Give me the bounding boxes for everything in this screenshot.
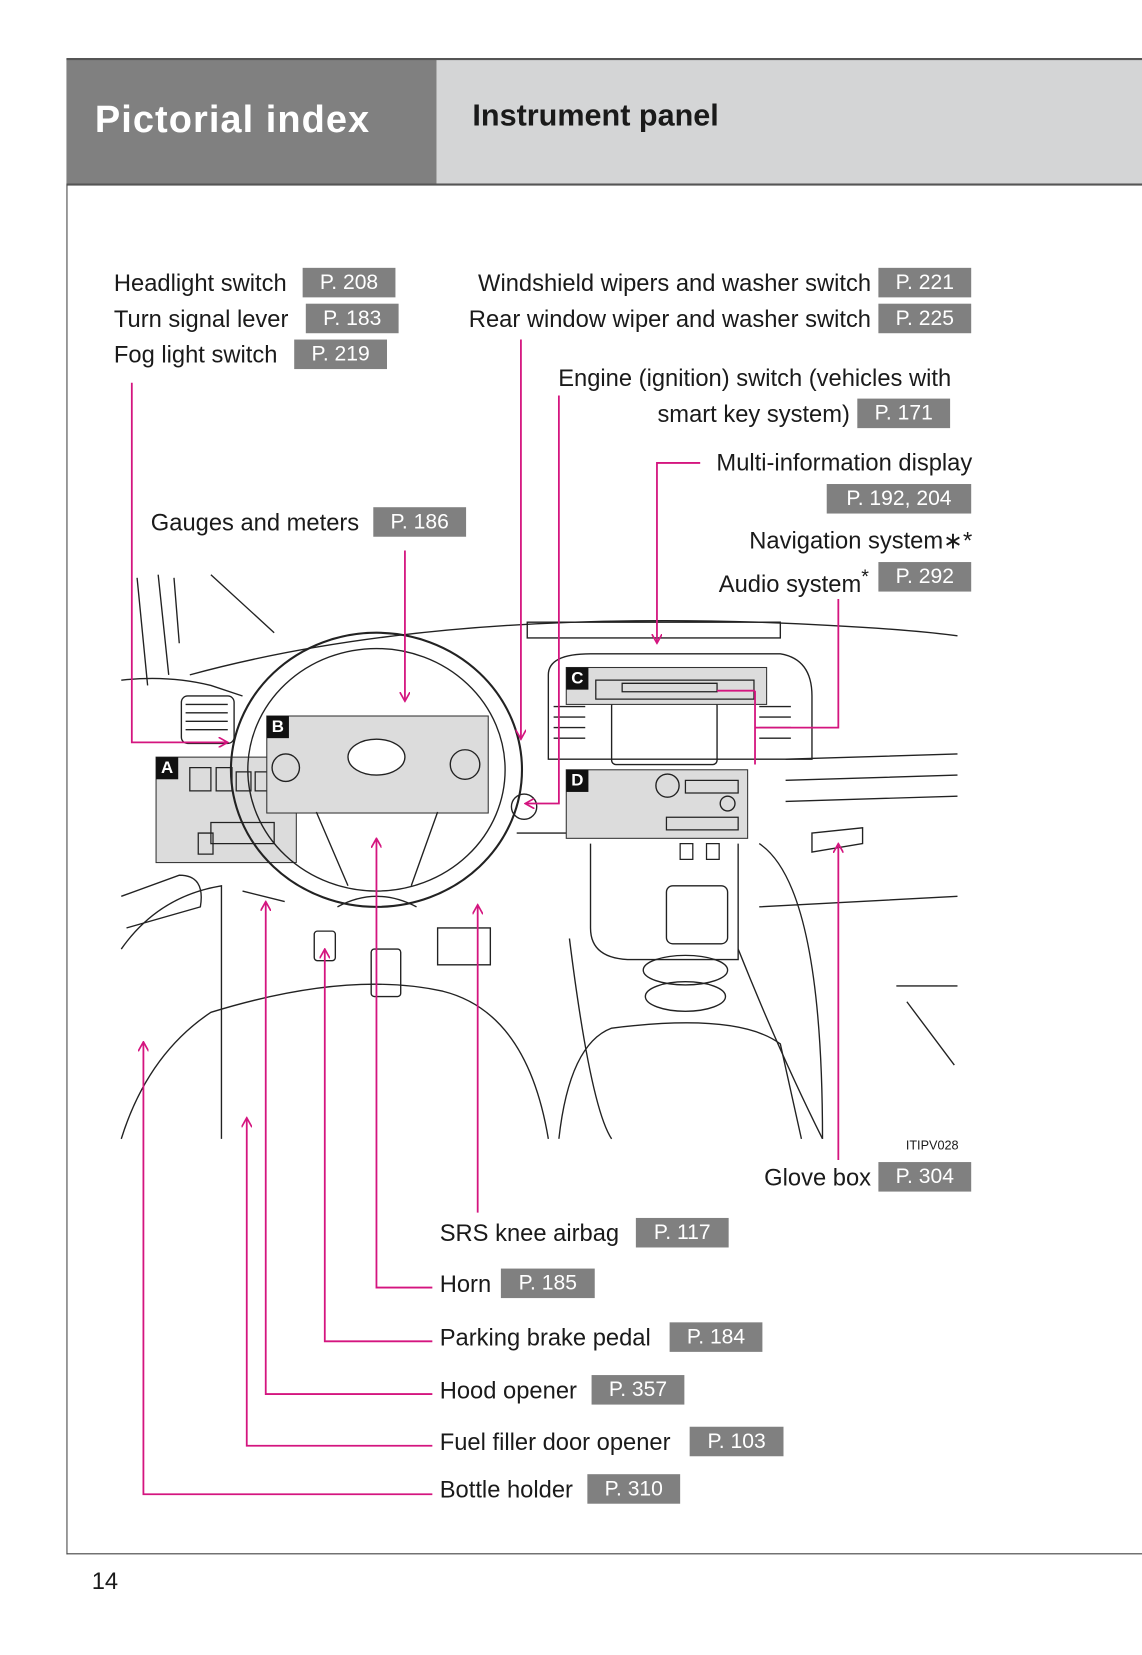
- fuel-filler-page[interactable]: P. 103: [689, 1426, 784, 1457]
- parking-brake-label: Parking brake pedal: [439, 1324, 651, 1351]
- leader-hood-opener: [266, 903, 433, 1395]
- srs-airbag-page[interactable]: P. 117: [635, 1217, 729, 1248]
- page-number: 14: [91, 1568, 119, 1595]
- leader-bottle-holder: [143, 1043, 433, 1496]
- rear-wiper-label: Rear window wiper and washer switch: [468, 305, 872, 333]
- leader-parking-brake: [325, 950, 433, 1343]
- section-title: Pictorial index: [94, 97, 371, 141]
- audio-page[interactable]: P. 292: [878, 562, 972, 592]
- leader-headlight: [130, 382, 227, 743]
- leader-lines: [130, 339, 840, 1496]
- multi-info-display-page[interactable]: P. 192, 204: [826, 484, 972, 514]
- engine-switch-label-line2: smart key system): [657, 400, 850, 428]
- fog-light-label: Fog light switch: [113, 341, 278, 369]
- figure-code: ITIPV028: [905, 1137, 959, 1153]
- parking-brake-page[interactable]: P. 184: [669, 1322, 763, 1352]
- hood-opener-page[interactable]: P. 357: [591, 1375, 685, 1405]
- callout-b: B: [266, 716, 289, 739]
- header-top-rule: [66, 57, 1142, 61]
- leader-engine-switch: [526, 395, 560, 803]
- bottle-holder-page[interactable]: P. 310: [587, 1474, 681, 1504]
- bottle-holder-label: Bottle holder: [439, 1476, 573, 1503]
- rear-wiper-page[interactable]: P. 225: [878, 303, 972, 334]
- glove-box-page[interactable]: P. 304: [878, 1162, 972, 1192]
- engine-switch-page[interactable]: P. 171: [857, 398, 951, 429]
- horn-page[interactable]: P. 185: [500, 1268, 595, 1299]
- leader-multi-info: [657, 462, 701, 642]
- navigation-label: Navigation system∗*: [749, 526, 972, 556]
- leader-audio: [717, 598, 840, 765]
- audio-footnote-mark: *: [861, 565, 869, 588]
- leader-horn: [376, 839, 433, 1289]
- region-c-center-top: [565, 666, 768, 705]
- dashboard-line-art: [120, 574, 958, 1140]
- headlight-switch-label: Headlight switch: [113, 269, 287, 297]
- fog-light-page[interactable]: P. 219: [294, 339, 388, 370]
- audio-label-text: Audio system: [718, 571, 862, 598]
- multi-info-display-label: Multi-information display: [716, 449, 973, 476]
- gauges-page[interactable]: P. 186: [373, 507, 467, 537]
- header-bottom-rule: [66, 183, 1142, 186]
- navigation-footnote-mark: ∗*: [943, 527, 973, 554]
- hood-opener-label: Hood opener: [439, 1377, 577, 1404]
- fuel-filler-label: Fuel filler door opener: [439, 1428, 671, 1456]
- turn-signal-page[interactable]: P. 183: [305, 303, 399, 334]
- engine-switch-label-line1: Engine (ignition) switch (vehicles with: [558, 364, 952, 392]
- turn-signal-label: Turn signal lever: [113, 305, 289, 333]
- glove-box-label: Glove box: [764, 1164, 872, 1191]
- srs-airbag-label: SRS knee airbag: [439, 1220, 620, 1247]
- windshield-wipers-label: Windshield wipers and washer switch: [478, 269, 872, 297]
- callout-d: D: [566, 769, 589, 792]
- gauges-label: Gauges and meters: [150, 509, 360, 536]
- windshield-wipers-page[interactable]: P. 221: [878, 267, 972, 298]
- header-section-block: [66, 59, 437, 185]
- page-title: Instrument panel: [472, 99, 719, 133]
- headlight-switch-page[interactable]: P. 208: [302, 267, 396, 298]
- callout-a: A: [156, 757, 179, 780]
- navigation-label-text: Navigation system: [749, 527, 944, 554]
- callout-c: C: [566, 667, 589, 690]
- leader-fuel-filler: [247, 1119, 433, 1447]
- audio-label: Audio system*: [719, 562, 869, 599]
- header-title-block: [436, 59, 1142, 185]
- horn-label: Horn: [439, 1270, 492, 1298]
